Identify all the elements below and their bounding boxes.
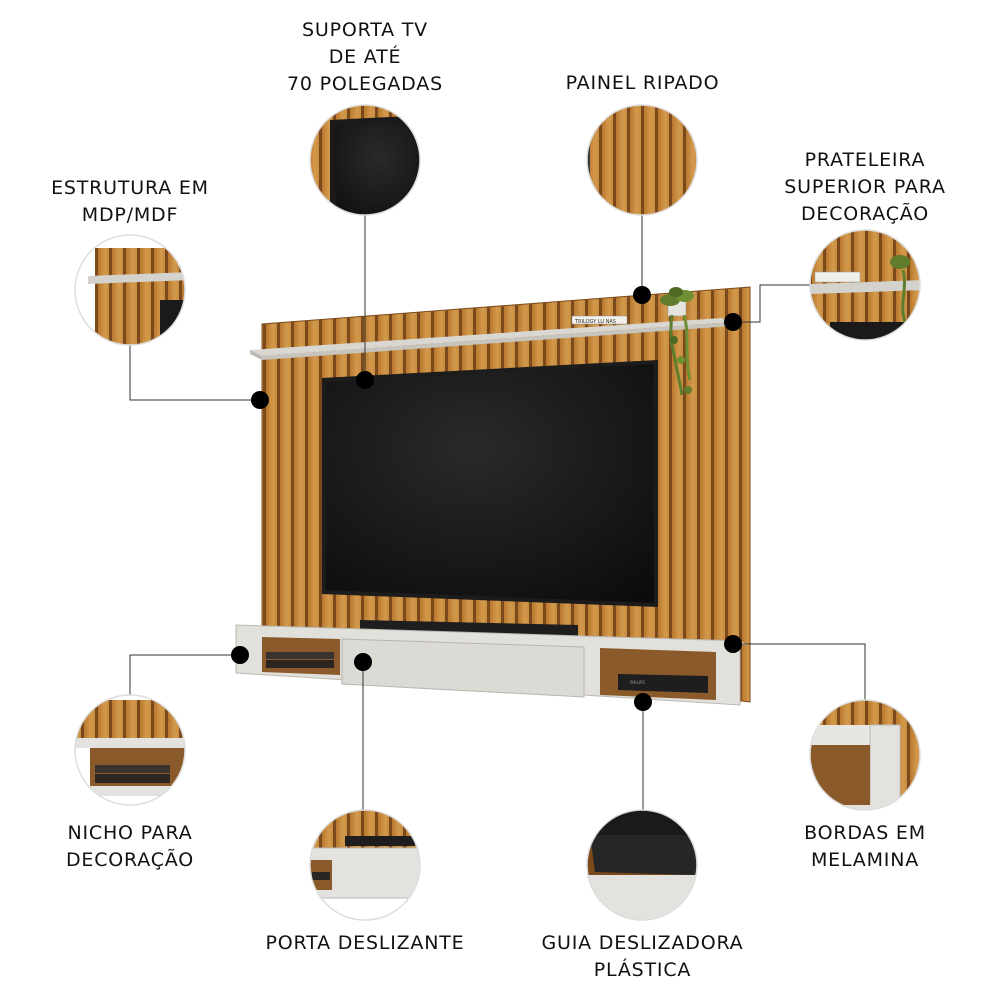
detail-circle-prateleira: [809, 229, 921, 341]
bottom-rack: PHILIPS: [235, 624, 748, 706]
tv: [322, 360, 658, 607]
plant: [660, 287, 694, 396]
leader-lines: [129, 213, 866, 812]
detail-circle-estrutura: [74, 234, 186, 346]
detail-circle-guia: [586, 809, 698, 921]
label-porta: PORTA DESLIZANTE: [265, 932, 465, 954]
detail-circle-porta: [309, 809, 421, 921]
label-painel-ripado: PAINEL RIPADO: [565, 72, 720, 94]
top-shelf: TRILOGY LU NAS: [250, 287, 732, 396]
books-left: [266, 652, 334, 659]
detail-circle-nicho: [74, 694, 186, 806]
sliding-door: [341, 638, 585, 698]
marker-dots: [231, 286, 742, 711]
label-bordas: BORDAS EM MELAMINA: [804, 822, 926, 871]
label-guia: GUIA DESLIZADORA PLÁSTICA: [541, 932, 744, 981]
receiver-brand: PHILIPS: [630, 680, 645, 685]
detail-circle-bordas: [809, 699, 921, 811]
detail-circle-tv: [309, 104, 421, 216]
book-stack: [571, 315, 628, 325]
book-spine-text: TRILOGY LU NAS: [574, 319, 616, 325]
label-nicho: NICHO PARA DECORAÇÃO: [65, 822, 195, 871]
label-estrutura: ESTRUTURA EM MDP/MDF: [51, 177, 209, 226]
receiver: [618, 674, 708, 693]
label-prateleira: PRATELEIRA SUPERIOR PARA DECORAÇÃO: [784, 149, 946, 225]
label-suporta-tv: SUPORTA TV DE ATÉ 70 POLEGADAS: [287, 19, 443, 95]
detail-circle-painel: [586, 104, 698, 216]
